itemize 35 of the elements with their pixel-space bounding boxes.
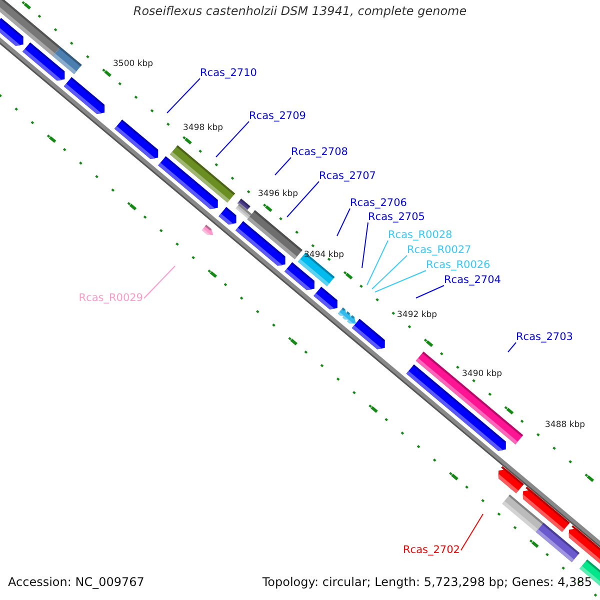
title: Roseiflexus castenholzii DSM 13941, complete genome xyxy=(132,5,468,17)
leader-line xyxy=(166,78,200,114)
tick-label: 3492 kbp xyxy=(397,311,438,320)
leader-line xyxy=(374,270,426,292)
gene-label: Rcas_2705 xyxy=(368,212,425,222)
gene-label: Rcas_R0026 xyxy=(426,260,490,270)
tick-label: 3490 kbp xyxy=(462,370,502,378)
leader-line xyxy=(336,208,350,236)
tick-label: 3496 kbp xyxy=(258,190,298,198)
leader-line xyxy=(416,285,444,298)
leader-line xyxy=(216,121,250,158)
leader-line xyxy=(460,514,484,551)
gene-label: Rcas_R0029 xyxy=(78,293,143,304)
gene-label: Rcas_2702 xyxy=(403,545,460,556)
gene-label: Rcas_R0027 xyxy=(407,245,472,256)
leader-line xyxy=(362,222,368,268)
leader-line xyxy=(372,255,408,290)
gene-label: Rcas_2706 xyxy=(350,198,407,208)
leader-line xyxy=(286,181,320,218)
gene-label: Rcas_2704 xyxy=(444,275,501,286)
gene-label: Rcas_2707 xyxy=(319,171,376,182)
gene-label: Rcas_R0028 xyxy=(388,230,452,240)
gene-label: Rcas_2708 xyxy=(291,147,348,158)
footer-text: Topology: circular; Length: 5,723,298 bp; Genes: 4,385 xyxy=(262,576,592,588)
leader-line xyxy=(366,240,388,286)
leader-line xyxy=(144,266,176,299)
footer-text: Accession: NC_009767 xyxy=(8,576,144,588)
tick-label: 3500 kbp xyxy=(113,60,154,68)
tick-label: 3498 kbp xyxy=(183,124,224,132)
leader-line xyxy=(274,157,292,176)
gene-label: Rcas_2709 xyxy=(249,111,306,122)
gene-label: Rcas_2710 xyxy=(200,68,257,78)
leader-line xyxy=(508,342,516,352)
gene-label: Rcas_2703 xyxy=(516,332,573,342)
tick-label: 3488 kbp xyxy=(545,421,586,430)
